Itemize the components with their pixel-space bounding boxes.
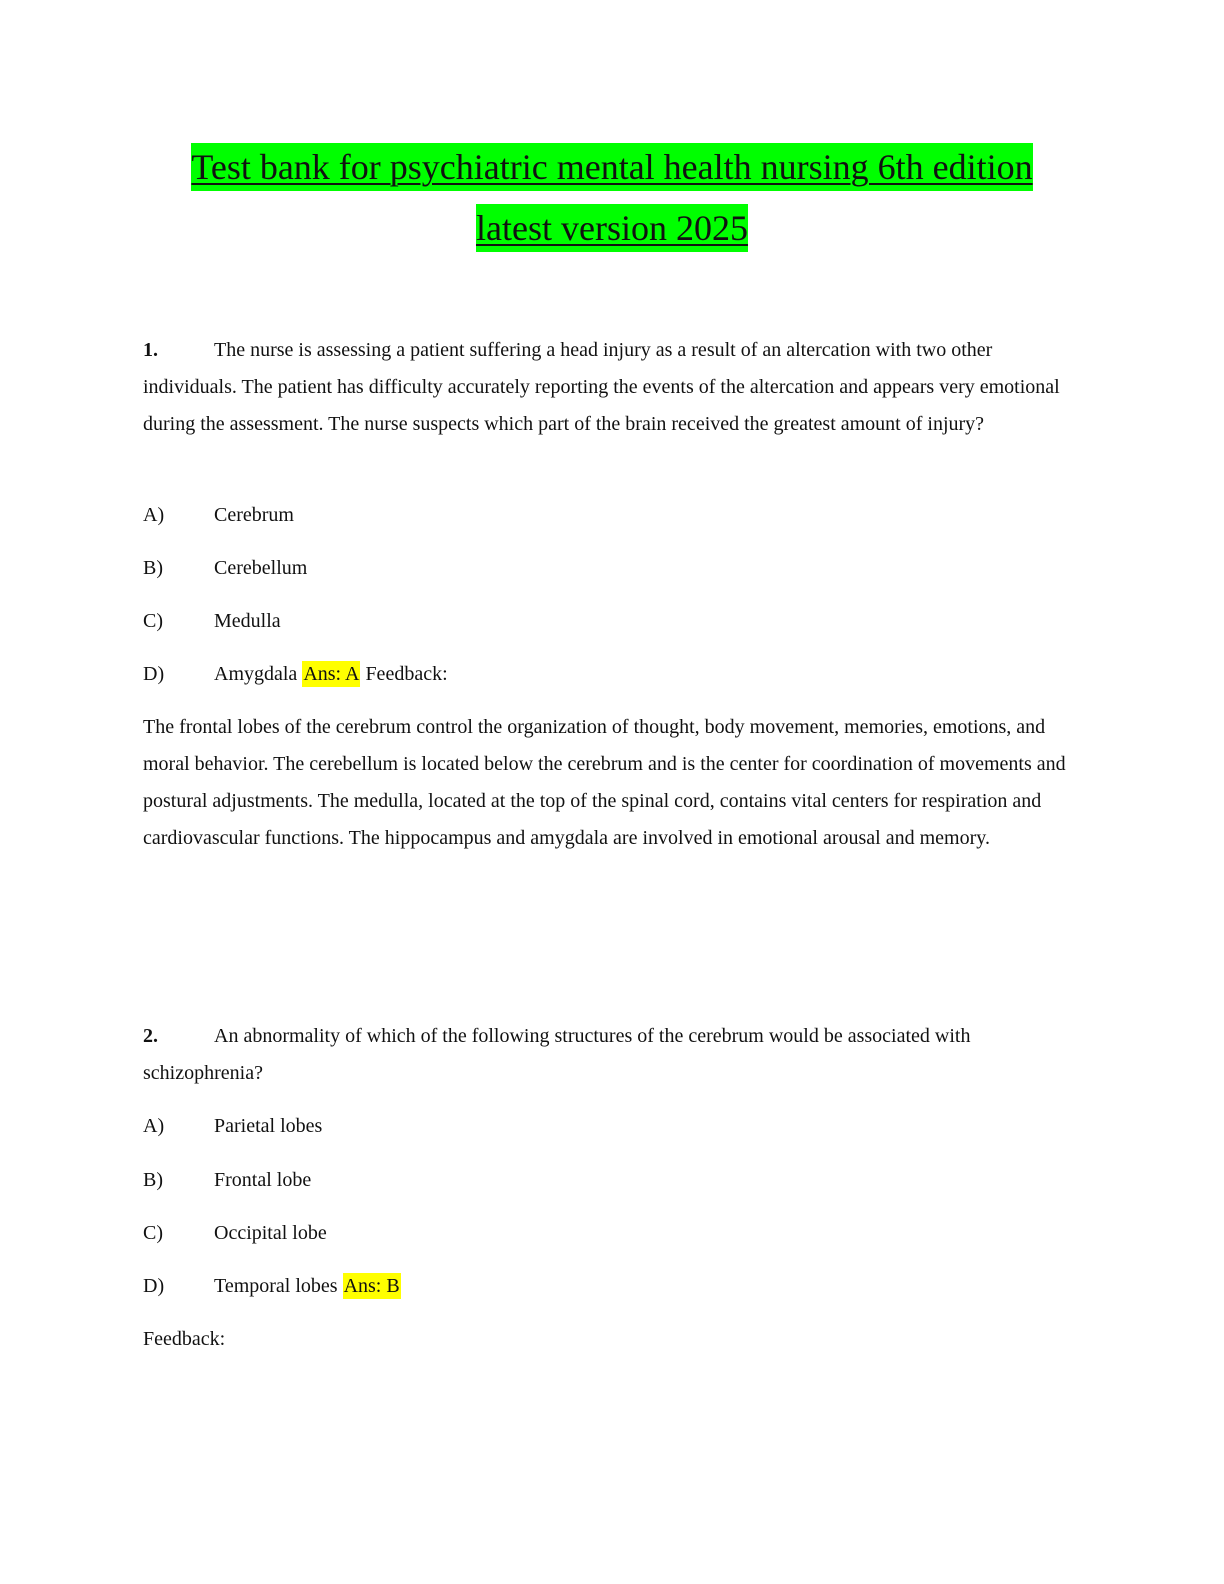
option-letter: B) [143,557,163,579]
option-letter: A) [143,504,165,526]
option-text: Medulla [214,610,281,632]
option-text: Parietal lobes [214,1115,323,1137]
question-1-answer: Ans: A [302,661,361,687]
question-2-stem: 2.An abnormality of which of the followi… [143,1018,1073,1092]
option-letter: C) [143,610,163,632]
question-2-option-d: D) Temporal lobes Ans: B [143,1271,401,1301]
document-title-line-1: Test bank for psychiatric mental health … [0,140,1224,194]
question-2-option-c: C) Occipital lobe [143,1218,327,1248]
question-1-text: The nurse is assessing a patient sufferi… [143,339,1060,435]
option-text: Cerebrum [214,504,294,526]
option-letter: A) [143,1115,165,1137]
question-1-feedback-label: Feedback: [365,663,448,685]
document-title-text-2: latest version 2025 [476,204,748,252]
document-title-text-1: Test bank for psychiatric mental health … [191,143,1033,191]
question-1-option-d: D) Amygdala Ans: A Feedback: [143,659,448,689]
question-2-option-a: A) Parietal lobes [143,1111,322,1141]
option-text: Occipital lobe [214,1222,327,1244]
question-2-answer: Ans: B [342,1273,401,1299]
option-letter: D) [143,663,165,685]
question-1-option-c: C) Medulla [143,606,281,636]
question-2-number: 2. [143,1025,158,1047]
question-2-option-b: B) Frontal lobe [143,1165,311,1195]
question-1-number: 1. [143,339,158,361]
option-text: Cerebellum [214,557,308,579]
question-1-option-a: A) Cerebrum [143,500,294,530]
question-1-option-b: B) Cerebellum [143,553,307,583]
question-1-feedback: The frontal lobes of the cerebrum contro… [143,716,1066,849]
option-text: Temporal lobes [214,1275,338,1297]
document-title-line-2: latest version 2025 [0,201,1224,255]
question-2-feedback-label: Feedback: [143,1328,226,1350]
option-text: Amygdala [214,663,298,685]
option-letter: C) [143,1222,163,1244]
option-letter: B) [143,1169,163,1191]
question-1-stem: 1.The nurse is assessing a patient suffe… [143,332,1073,443]
option-text: Frontal lobe [214,1169,312,1191]
option-letter: D) [143,1275,165,1297]
question-2-text: An abnormality of which of the following… [143,1025,971,1084]
